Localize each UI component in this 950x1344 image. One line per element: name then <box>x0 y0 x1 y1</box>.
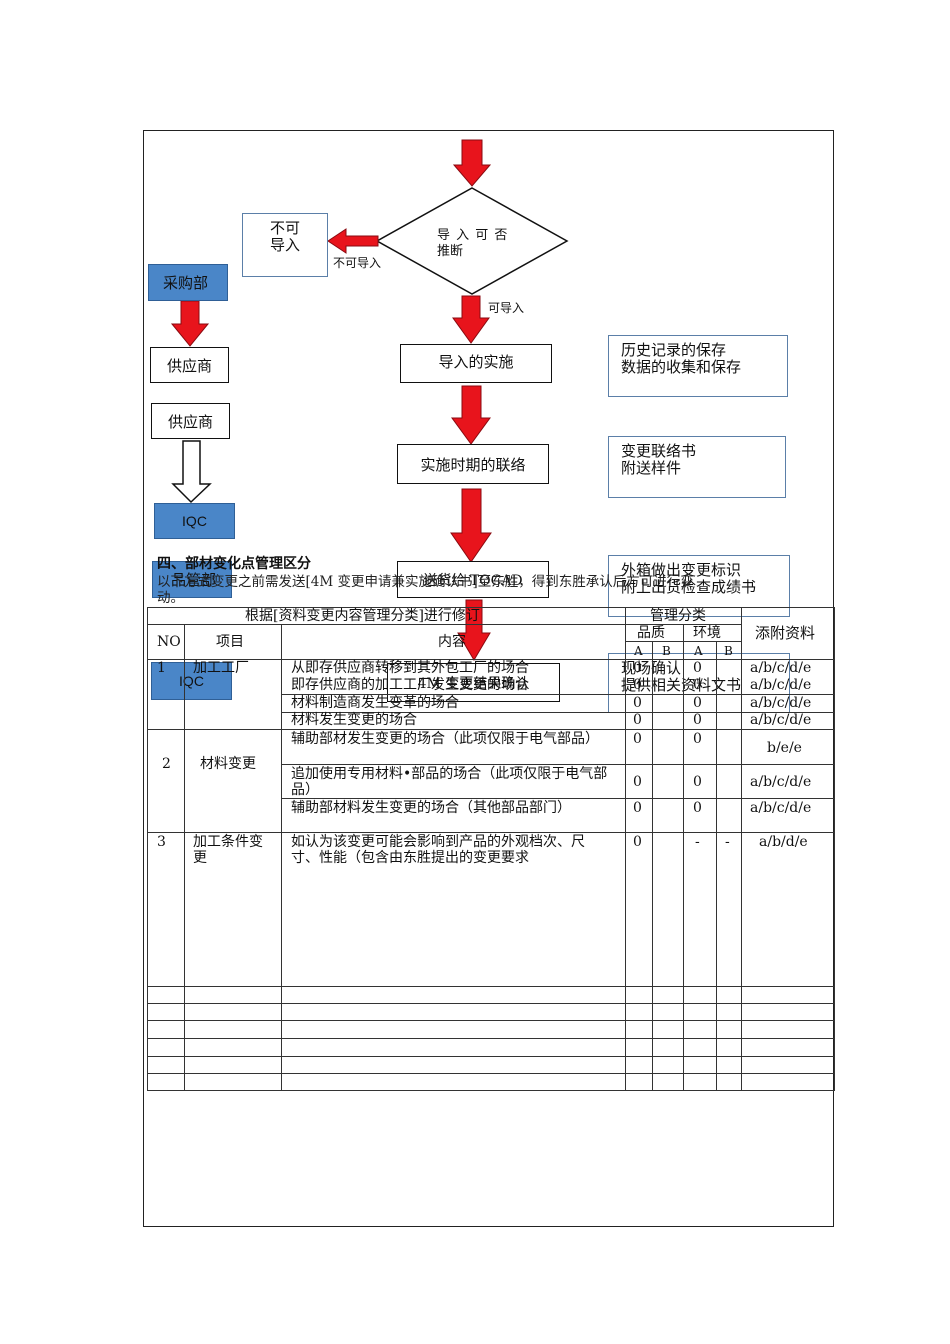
step-implement: 导入的实施 <box>400 344 552 383</box>
side-history-line1: 历史记录的保存 <box>621 341 727 359</box>
side-confirm-line1: 现场确认 <box>621 659 682 677</box>
row-content: 材料制造商发生变革的场合 <box>291 695 459 711</box>
side-notice-line1: 变更联络书 <box>621 442 697 460</box>
header-item: 项目 <box>216 634 244 650</box>
header-quality: 品质 <box>637 625 665 641</box>
reject-box-line1: 不可 <box>269 219 300 237</box>
header-env-a: A <box>694 644 703 658</box>
header-quality-a: A <box>634 644 643 658</box>
decision-label-2: 推断 <box>437 244 464 259</box>
header-class: 管理分类 <box>650 608 706 624</box>
side-history-line2: 数据的收集和保存 <box>621 358 742 376</box>
reject-box: 不可 导入 <box>242 213 328 277</box>
decision-diamond <box>375 187 569 295</box>
arrow-down-top-icon <box>452 139 492 187</box>
row-quality-a: 0 <box>633 677 642 693</box>
row-quality-a: 0 <box>633 712 642 728</box>
row-content: 如认为该变更可能会影响到产品的外观档次、尺寸、性能（包含由东胜提出的变更要求 <box>291 834 585 866</box>
header-attach: 添附资料 <box>755 624 816 642</box>
section-intro: 以下方式变更之前需发送[4M 变更申请兼实施确认书]至东胜，得到东胜承认后方可进… <box>157 574 694 590</box>
row-env-a: 0 <box>693 677 702 693</box>
reject-box-line2: 导入 <box>269 236 300 254</box>
row-content: 即存供应商的加工工厂发生变更的场合 <box>291 677 529 693</box>
side-mark-line1: 外箱做出变更标识 <box>621 561 742 579</box>
row-no: 2 <box>162 756 171 772</box>
row-content: 材料发生变更的场合 <box>291 712 417 728</box>
arrow-left-icon <box>327 228 379 254</box>
row-env-b: - <box>725 834 730 850</box>
header-content: 内容 <box>438 634 466 650</box>
iqc-box-a: IQC <box>154 503 235 539</box>
row-attach: a/b/c/d/e <box>750 712 812 728</box>
row-env-a: 0 <box>693 712 702 728</box>
page-frame <box>143 130 834 1227</box>
row-attach: a/b/c/d/e <box>750 774 812 790</box>
header-env-b: B <box>724 644 733 658</box>
iqc-box-b: IQC <box>151 662 232 700</box>
row-env-a: 0 <box>693 774 702 790</box>
row-env-a: 0 <box>693 731 702 747</box>
supplier-box-a: 供应商 <box>150 347 229 383</box>
hollow-arrow-down-icon <box>171 440 212 504</box>
header-env: 环境 <box>693 625 721 641</box>
arrow-down-icon <box>451 385 491 445</box>
arrow-down-icon <box>457 599 491 661</box>
side-mark-line2: 附上出货检查成绩书 <box>621 578 757 596</box>
section-intro-cont: 动。 <box>157 590 184 606</box>
row-content: 追加使用专用材料•部品的场合（此项仅限于电气部品） <box>291 766 608 798</box>
decision-label-1: 导 入 可 否 <box>437 228 509 243</box>
row-attach: b/e/e <box>767 740 802 756</box>
row-attach: a/b/c/d/e <box>750 695 812 711</box>
row-item: 加工工厂 <box>193 660 249 676</box>
header-quality-b: B <box>662 644 671 658</box>
row-quality-a: 0 <box>633 834 642 850</box>
reject-arrow-label: 不可导入 <box>333 256 382 270</box>
supplier-box-b: 供应商 <box>151 403 230 439</box>
row-item: 材料变更 <box>200 756 256 772</box>
row-attach: a/b/c/d/e <box>750 800 812 816</box>
row-quality-a: 0 <box>633 660 642 676</box>
step-send: 送货给 TOCAD <box>397 561 549 598</box>
side-confirm-line2: 提供相关资料文书 <box>621 676 742 694</box>
row-attach: a/b/c/d/e <box>750 677 812 693</box>
step-review: 4M 变更结果确认 <box>387 663 560 702</box>
side-notice-box: 变更联络书 附送样件 <box>608 436 786 498</box>
row-attach: a/b/c/d/e <box>750 660 812 676</box>
row-item: 加工条件变更 <box>193 834 263 866</box>
row-quality-a: 0 <box>633 695 642 711</box>
accept-arrow-label: 可导入 <box>488 301 525 315</box>
header-no: NO <box>157 634 181 650</box>
row-content: 辅助部材发生变更的场合（此项仅限于电气部品） <box>291 731 599 747</box>
section-heading: 四、部材变化点管理区分 <box>157 556 311 572</box>
row-no: 3 <box>157 834 166 850</box>
row-quality-a: 0 <box>633 800 642 816</box>
row-env-a: 0 <box>693 695 702 711</box>
row-content: 辅助部材料发生变更的场合（其他部品部门） <box>291 800 571 816</box>
row-env-a: - <box>695 834 700 850</box>
row-attach: a/b/d/e <box>759 834 808 850</box>
purchasing-dept: 采购部 <box>148 264 228 301</box>
row-content: 从即存供应商转移到其外包工厂的场合 <box>291 660 529 676</box>
quality-dept: 品管部 <box>152 561 232 598</box>
side-notice-line2: 附送样件 <box>621 459 682 477</box>
table-title: 根据[资料变更内容管理分类]进行修订 <box>245 608 480 624</box>
row-env-a: 0 <box>693 660 702 676</box>
arrow-down-icon <box>450 488 492 563</box>
step-contact: 实施时期的联络 <box>397 444 549 484</box>
arrow-down-icon <box>170 300 210 347</box>
side-history-box: 历史记录的保存 数据的收集和保存 <box>608 335 788 397</box>
row-quality-a: 0 <box>633 731 642 747</box>
row-env-a: 0 <box>693 800 702 816</box>
row-no: 1 <box>157 660 166 676</box>
arrow-down-accept-icon <box>452 295 490 344</box>
side-mark-box: 外箱做出变更标识 附上出货检查成绩书 <box>608 555 790 617</box>
row-quality-a: 0 <box>633 774 642 790</box>
